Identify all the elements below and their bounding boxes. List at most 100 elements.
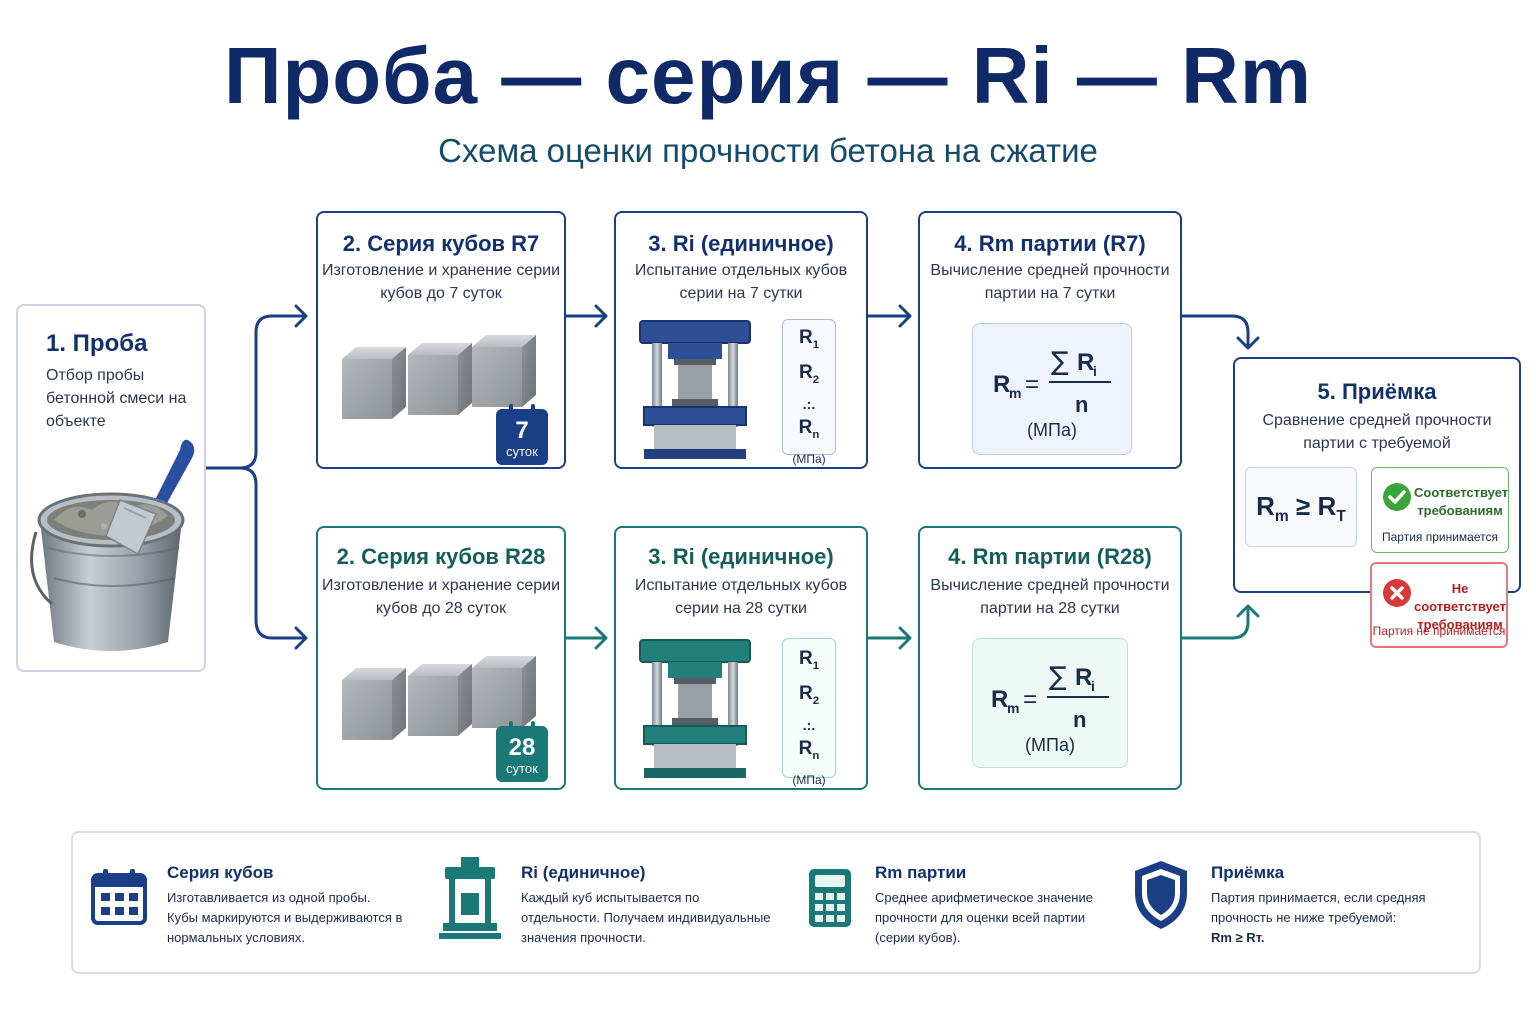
svg-text:=: = <box>1025 371 1039 398</box>
formula-graphic: R m = ∑ R i n <box>991 662 1109 732</box>
series-r28-desc: Изготовление и хранение серии кубов до 2… <box>321 577 561 617</box>
series-r28-title: 2. Серия кубов R28 <box>336 544 546 569</box>
series-r28-card: 2. Серия кубов R28 Изготовление и хранен… <box>316 526 566 790</box>
rn-label: R <box>798 416 813 438</box>
comparison-box: Rm ≥ RT <box>1245 467 1357 547</box>
concrete-cube-icon <box>342 347 406 419</box>
r2-sub: 2 <box>812 373 820 386</box>
calendar-icon: 7 суток <box>496 404 548 465</box>
cmp-lhs: R <box>1256 491 1275 521</box>
r1-sub: 1 <box>812 659 820 672</box>
formula-unit: (МПа) <box>1025 735 1075 755</box>
status-accepted-text: Соответствует требованиям <box>1414 485 1509 518</box>
r1-label: R <box>798 327 813 348</box>
ri-r28-title: 3. Ri (единичное) <box>648 544 834 569</box>
days-badge-unit: суток <box>506 444 538 459</box>
unit-label: (МПа) <box>792 773 826 788</box>
status-rejected-foot: Партия не принимается <box>1372 624 1506 638</box>
r2-label: R <box>798 682 813 704</box>
r1-sub: 1 <box>812 338 820 351</box>
concrete-cube-icon <box>408 343 472 415</box>
r1-label: R <box>798 648 813 669</box>
legend-ri-text: Каждый куб испытывается по отдельности. … <box>521 890 771 945</box>
days-badge-number: 7 <box>515 417 529 444</box>
cmp-rhs: R <box>1317 491 1337 521</box>
rm-r28-card: 4. Rm партии (R28) Вычисление средней пр… <box>918 526 1182 790</box>
calculator-icon <box>809 869 851 927</box>
series-r7-title: 2. Серия кубов R7 <box>342 231 540 256</box>
svg-text:n: n <box>1073 707 1086 732</box>
cross-icon <box>1383 579 1411 607</box>
ri-r28-card: 3. Ri (единичное) Испытание отдельных ку… <box>614 526 868 790</box>
ri-values-list: R1 R2 .:. Rn (МПа) <box>782 319 836 466</box>
svg-text:i: i <box>1091 678 1095 694</box>
series-r7-desc: Изготовление и хранение серии кубов до 7… <box>321 262 561 302</box>
trowel-bucket-icon <box>30 439 195 651</box>
rm-r7-card: 4. Rm партии (R7) Вычисление средней про… <box>918 211 1182 469</box>
svg-text:i: i <box>1093 363 1097 379</box>
svg-text:R: R <box>991 686 1008 713</box>
status-rejected: Не соответствует требованиям Партия не п… <box>1370 562 1508 648</box>
cmp-rhs-sub: T <box>1336 508 1346 526</box>
acceptance-card: 5. Приёмка Сравнение средней прочности п… <box>1233 357 1521 593</box>
concrete-cube-icon <box>472 656 536 728</box>
calendar-icon: 28 суток <box>496 721 548 782</box>
formula-graphic: R m = ∑ R i n <box>993 347 1111 417</box>
press-machine-icon <box>639 320 751 459</box>
ri-r7-title: 3. Ri (единичное) <box>648 231 834 256</box>
acceptance-title: 5. Приёмка <box>1317 379 1437 404</box>
cmp-lhs-sub: m <box>1274 508 1289 526</box>
svg-text:R: R <box>1075 664 1092 691</box>
ri-r7-desc: Испытание отдельных кубов серии на 7 сут… <box>634 262 848 302</box>
legend-rm-title: Rm партии <box>875 863 967 882</box>
legend-rm: Rm партии Среднее арифметическое значени… <box>793 833 1133 972</box>
rm-r7-desc: Вычисление средней прочности партии на 7… <box>930 262 1170 302</box>
svg-text:∑: ∑ <box>1049 662 1067 692</box>
series-r7-card: 2. Серия кубов R7 Изготовление и хранени… <box>316 211 566 469</box>
days-badge-unit: суток <box>506 761 538 776</box>
cmp-op: ≥ <box>1296 491 1311 521</box>
ellipsis: .:. <box>802 395 816 412</box>
press-machine-icon <box>439 857 501 939</box>
rm-r28-title: 4. Rm партии (R28) <box>948 544 1152 569</box>
press-machine-icon <box>639 639 751 778</box>
acceptance-desc: Сравнение средней прочности партии с тре… <box>1262 412 1492 452</box>
svg-text:R: R <box>1077 349 1094 376</box>
legend-series-text: Изготавливается из одной пробы. Кубы мар… <box>167 890 403 945</box>
svg-text:R: R <box>993 371 1010 398</box>
legend-accept-mark: Rm ≥ Rт. <box>1211 930 1265 945</box>
days-badge-number: 28 <box>508 734 536 761</box>
rn-sub: n <box>812 749 820 762</box>
legend-accept: Приёмка Партия принимается, если средняя… <box>1131 833 1481 972</box>
svg-text:n: n <box>1075 392 1088 417</box>
concrete-cube-icon <box>408 664 472 736</box>
sample-card: 1. Проба Отбор пробы бетонной смеси на о… <box>16 304 206 672</box>
svg-text:m: m <box>1009 385 1021 401</box>
legend-ri: Ri (единичное) Каждый куб испытывается п… <box>433 833 783 972</box>
page-title: Проба — серия — Ri — Rm <box>223 31 1313 120</box>
sample-title: 1. Проба <box>46 330 148 357</box>
legend-rm-text: Среднее арифметическое значение прочност… <box>875 890 1093 945</box>
mean-formula: R m = ∑ R i n (МПа) <box>972 638 1128 768</box>
page-subtitle: Схема оценки прочности бетона на сжатие <box>438 132 1098 169</box>
rm-r28-desc: Вычисление средней прочности партии на 2… <box>930 577 1170 617</box>
status-accepted: Соответствует требованиям Партия принима… <box>1371 467 1509 553</box>
rn-label: R <box>798 737 813 759</box>
legend-series-title: Серия кубов <box>167 863 274 882</box>
status-accepted-foot: Партия принимается <box>1381 530 1498 544</box>
r2-label: R <box>798 361 813 383</box>
svg-text:∑: ∑ <box>1051 347 1069 377</box>
mean-formula: R m = ∑ R i n (МПа) <box>972 323 1132 455</box>
legend-series: Серия кубов Изготавливается из одной про… <box>73 833 423 972</box>
sample-desc: Отбор пробы бетонной смеси на объекте <box>46 367 187 430</box>
legend-accept-title: Приёмка <box>1211 863 1285 882</box>
concrete-cube-icon <box>472 335 536 407</box>
unit-label: (МПа) <box>792 452 826 467</box>
calendar-icon <box>91 869 147 925</box>
check-icon <box>1383 483 1411 511</box>
status-rejected-text: Не соответствует требованиям <box>1414 581 1506 632</box>
legend-panel: Серия кубов Изготавливается из одной про… <box>71 831 1481 974</box>
formula-unit: (МПа) <box>1027 420 1077 440</box>
svg-text:m: m <box>1007 700 1019 716</box>
